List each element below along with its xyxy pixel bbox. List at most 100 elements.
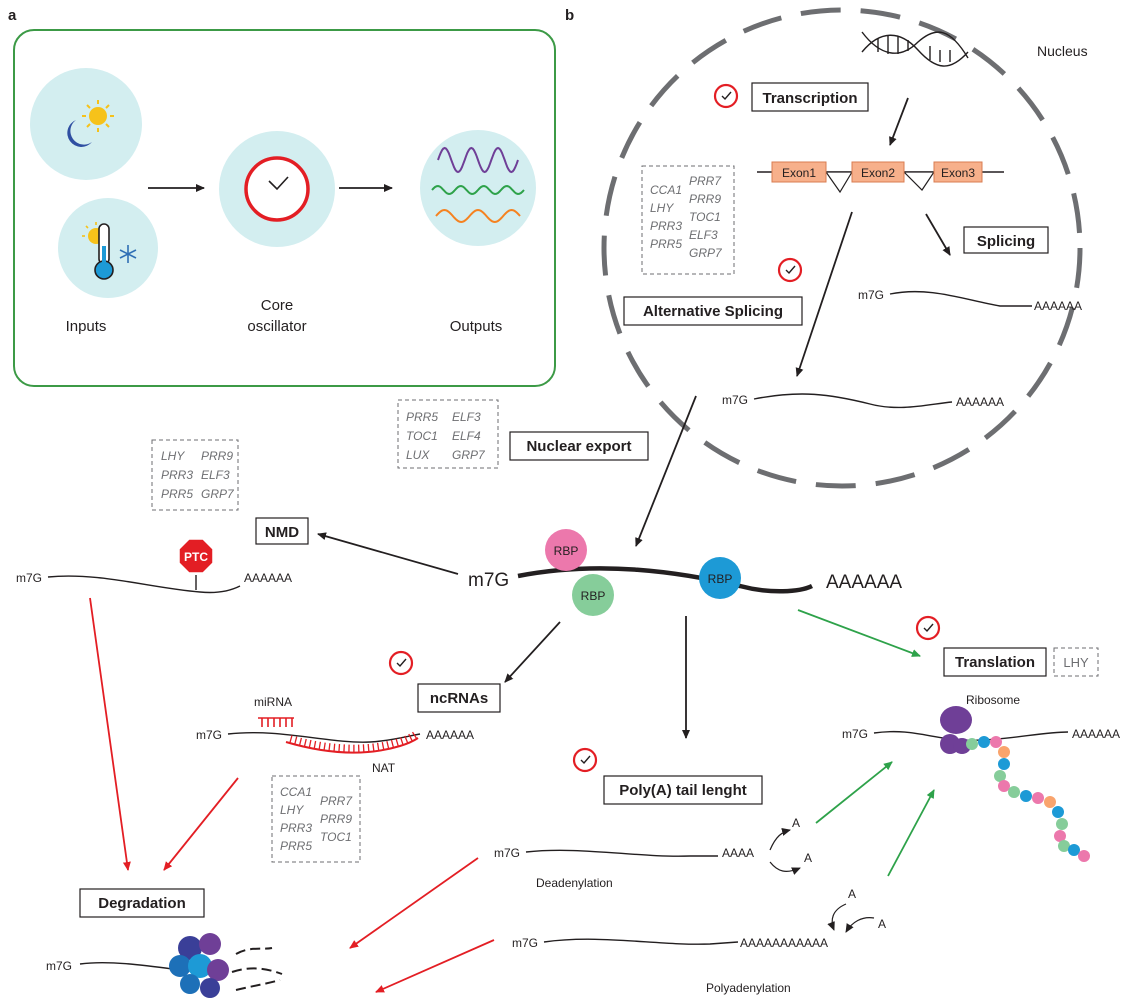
- alternative-splicing-label: Alternative Splicing: [643, 303, 783, 320]
- core-label-line1: Core: [261, 297, 294, 314]
- svg-text:TOC1: TOC1: [406, 429, 438, 443]
- nat-tick: [404, 735, 409, 744]
- ncrnas-label: ncRNAs: [430, 690, 488, 707]
- svg-text:PRR5: PRR5: [280, 839, 312, 853]
- splicing-box: [963, 226, 1049, 254]
- polyadenylation-arrow-upper: [827, 903, 847, 931]
- ncrna-mrna-strand: [227, 731, 421, 743]
- degradation-box: [79, 888, 205, 918]
- polya-box: [603, 775, 763, 805]
- nat-tick: [338, 744, 341, 753]
- nmd-gene-box: [151, 439, 239, 511]
- amino-acid-bead: [1054, 830, 1066, 842]
- exon1-label: Exon1: [782, 166, 816, 180]
- deadenylation-arrow-lower: [769, 861, 801, 875]
- nmd-box: [255, 517, 309, 545]
- rbp-blue-label: RBP: [708, 572, 733, 586]
- arrow-dna-to-premrna: [889, 97, 909, 146]
- svg-text:PRR7: PRR7: [320, 794, 353, 808]
- nat-tick: [328, 743, 331, 752]
- arrow-polyadenylation-to-degradation: [375, 939, 495, 993]
- degraded-fragments: [231, 947, 283, 991]
- deadenylation-label: Deadenylation: [536, 876, 613, 890]
- svg-text:PRR5: PRR5: [650, 237, 682, 251]
- ptc-stop-icon: [178, 538, 214, 574]
- as-mrna-cap: m7G: [722, 393, 748, 407]
- degradation-mrna-cap: m7G: [46, 959, 72, 973]
- amino-acid-bead: [998, 780, 1010, 792]
- spliced-mrna-cap: m7G: [858, 288, 884, 302]
- arrow-nmd: [317, 532, 459, 575]
- translation-gene: LHY: [1063, 655, 1089, 670]
- nucleus-label: Nucleus: [1037, 43, 1088, 59]
- svg-text:ELF3: ELF3: [452, 410, 481, 424]
- as-gene-list-left: CCA1 LHY PRR3 PRR5: [650, 183, 682, 251]
- peptide-chain: [966, 736, 1090, 862]
- translation-clock-icon: [915, 615, 941, 641]
- nat-tick: [289, 735, 293, 744]
- dna-helix-icon: [861, 31, 969, 67]
- arrow-ncrnas: [504, 621, 561, 683]
- pre-mrna: [757, 161, 1004, 194]
- export-gene-box: [397, 399, 499, 469]
- as-clock-icon: [777, 257, 803, 283]
- svg-text:LUX: LUX: [406, 448, 430, 462]
- arrow-deadenylation-to-translation: [815, 761, 893, 824]
- arrow-alternative-splicing: [795, 211, 853, 377]
- deadenylation-tail: AAAA: [722, 846, 754, 860]
- svg-text:TOC1: TOC1: [689, 210, 721, 224]
- arrow-translation: [797, 609, 921, 657]
- exosome-icon: [169, 933, 229, 998]
- amino-acid-bead: [1078, 850, 1090, 862]
- ncrnas-box: [417, 683, 501, 713]
- rbp-blue: [699, 557, 741, 599]
- svg-text:PRR5: PRR5: [406, 410, 438, 424]
- translation-gene-box: [1053, 647, 1099, 677]
- nucleus-envelope: [601, 7, 1083, 489]
- nuclear-export-box: [509, 431, 649, 461]
- amino-acid-bead: [1052, 806, 1064, 818]
- amino-acid-bead: [1020, 790, 1032, 802]
- svg-text:GRP7: GRP7: [201, 487, 235, 501]
- ncrna-gene-box: [271, 775, 361, 863]
- deadenylation-arrow-upper: [769, 828, 791, 851]
- nat-tick: [408, 733, 413, 742]
- panel-a-label: a: [8, 7, 17, 24]
- polyadenylation-tail: AAAAAAAAAAA: [740, 936, 828, 950]
- polyadenylation-a-upper: A: [848, 887, 856, 901]
- amino-acid-bead: [1044, 796, 1056, 808]
- amino-acid-bead: [1068, 844, 1080, 856]
- nat-tick: [303, 738, 307, 747]
- amino-acid-bead: [1008, 786, 1020, 798]
- nmd-mrna-tail: AAAAAA: [244, 571, 292, 585]
- amino-acid-bead: [998, 758, 1010, 770]
- alternative-splicing-box: [623, 296, 803, 326]
- nat-tick: [411, 731, 418, 740]
- nat-tick: [308, 739, 312, 749]
- spliced-mrna-strand: [889, 290, 1032, 307]
- nmd-mrna-cap: m7G: [16, 571, 42, 585]
- nat-strand: [285, 737, 419, 754]
- deadenylation-a-upper: A: [792, 816, 800, 830]
- svg-text:TOC1: TOC1: [320, 830, 352, 844]
- svg-text:PRR3: PRR3: [161, 468, 193, 482]
- inputs-label: Inputs: [66, 318, 107, 335]
- mature-mrna-cap: m7G: [468, 570, 509, 591]
- amino-acid-bead: [994, 770, 1006, 782]
- arrow-splicing: [925, 213, 951, 256]
- arrow-ncrna-to-degradation: [163, 777, 239, 871]
- arrow-nuclear-export: [635, 395, 697, 547]
- ptc-label: PTC: [184, 550, 208, 564]
- mirna-strand: [258, 717, 294, 727]
- arrow-polyadenylation-to-translation: [887, 789, 935, 877]
- polyadenylation-label: Polyadenylation: [706, 981, 791, 995]
- amino-acid-bead: [1058, 840, 1070, 852]
- nat-tick: [294, 736, 298, 745]
- core-oscillator-icon: [219, 131, 335, 247]
- svg-text:LHY: LHY: [161, 449, 185, 463]
- transcription-clock-icon: [713, 83, 739, 109]
- as-mrna-tail: AAAAAA: [956, 395, 1004, 409]
- as-gene-list-right: PRR7 PRR9 TOC1 ELF3 GRP7: [689, 174, 723, 260]
- amino-acid-bead: [1032, 792, 1044, 804]
- core-label-line2: oscillator: [247, 318, 306, 335]
